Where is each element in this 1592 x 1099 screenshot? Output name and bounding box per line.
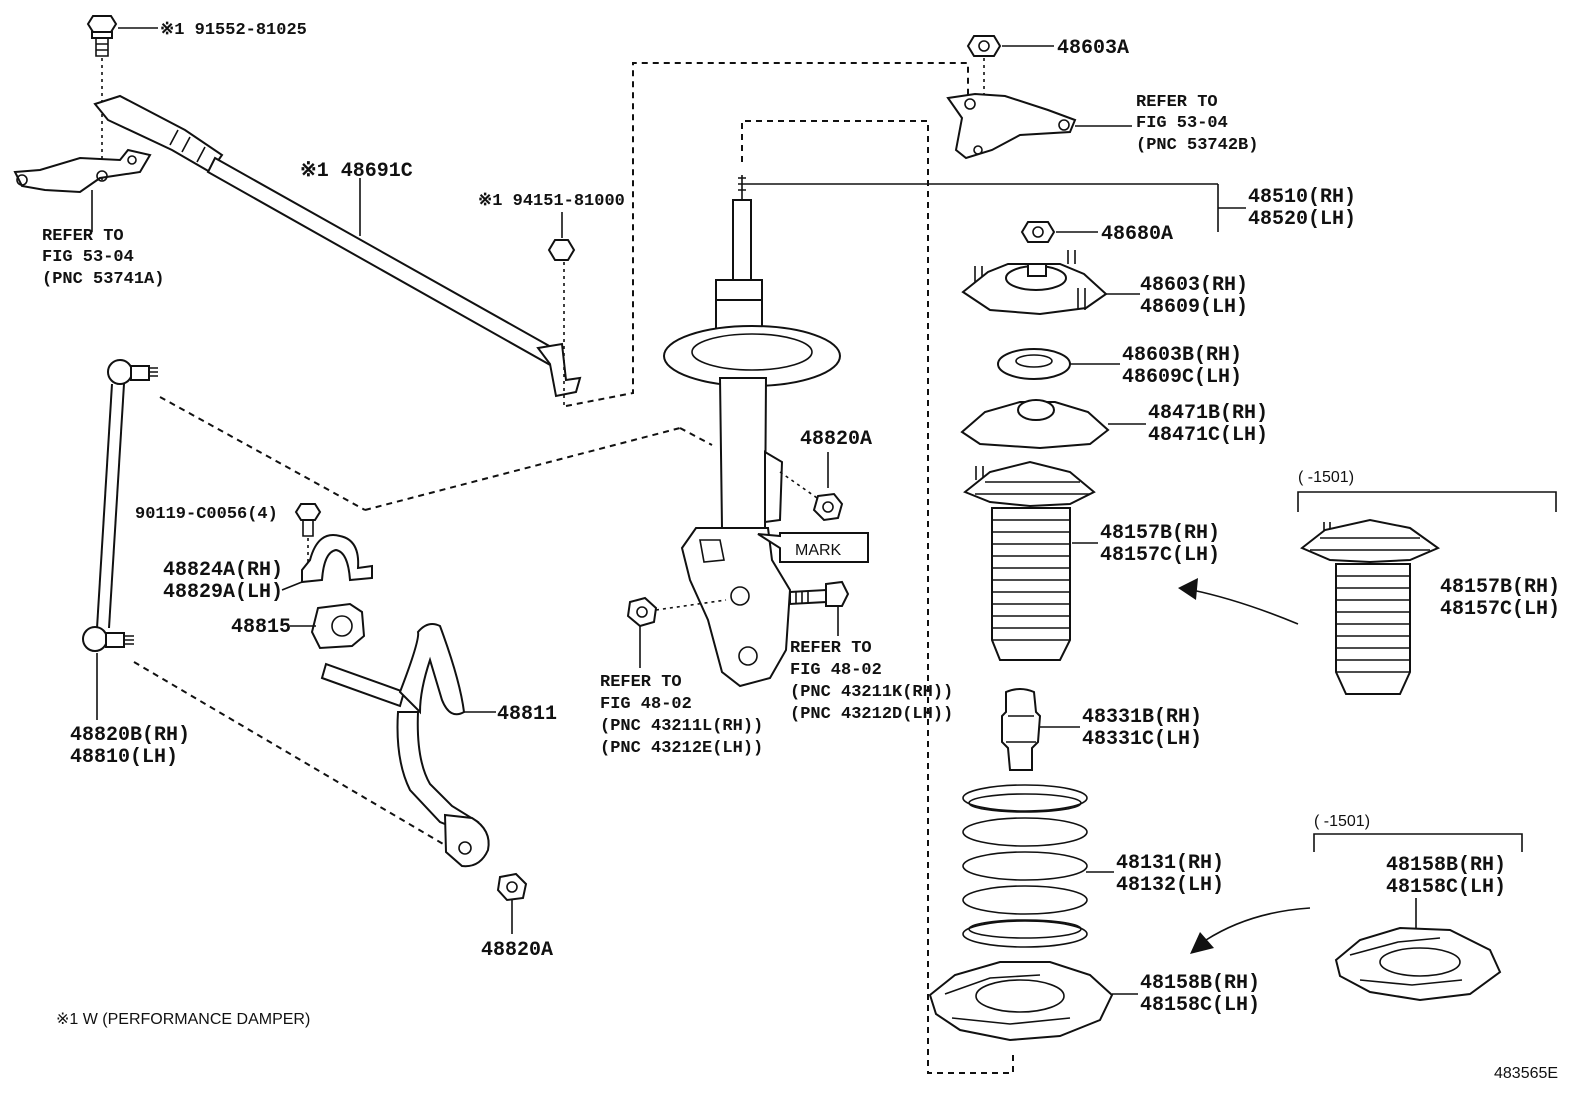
- label-bolt-90119: 90119-C0056(4): [135, 505, 278, 524]
- upper-spring-seat: [960, 399, 1110, 450]
- label-refer-43211k-2: FIG 48-02: [790, 661, 882, 680]
- label-bracket-rh: 48824A(RH): [163, 559, 283, 582]
- label-refer-53742b-2: FIG 53-04: [1136, 114, 1228, 133]
- label-nut-48603a: 48603A: [1057, 37, 1129, 60]
- replaces-arrow-insulator: [1190, 907, 1311, 954]
- lower-insulator-early: [1334, 926, 1502, 1002]
- upper-bracket-53742b: [946, 92, 1077, 160]
- label-refer-53741a-1: REFER TO: [42, 227, 124, 246]
- label-stabilizer-bar: 48811: [497, 703, 557, 726]
- mark-callout: [757, 532, 869, 563]
- label-early-range-1: ( -1501): [1298, 469, 1354, 486]
- label-insulator-rh: 48158B(RH): [1140, 972, 1260, 995]
- label-boot-early-rh: 48157B(RH): [1440, 576, 1560, 599]
- label-refer-53741a-2: FIG 53-04: [42, 248, 134, 267]
- dust-boot-early: [1300, 518, 1441, 695]
- stabilizer-bar-48811: [320, 623, 490, 868]
- label-refer-43211k-4: (PNC 43212D(LH)): [790, 705, 953, 724]
- camber-nut: [626, 596, 658, 628]
- nut-48680a: [1020, 221, 1056, 243]
- dust-boot: [963, 460, 1096, 661]
- strut-bearing: [997, 348, 1071, 380]
- label-refer-43211l-1: REFER TO: [600, 673, 682, 692]
- label-boot-lh: 48157C(LH): [1100, 544, 1220, 567]
- label-mark: MARK: [795, 542, 842, 559]
- nut-48603a: [966, 35, 1002, 57]
- shock-absorber-strut: [663, 175, 841, 688]
- label-bumper-lh: 48331C(LH): [1082, 728, 1202, 751]
- performance-damper: [93, 94, 582, 398]
- label-refer-43211k-3: (PNC 43211K(RH)): [790, 683, 953, 702]
- label-bearing-rh: 48603B(RH): [1122, 344, 1242, 367]
- footnote: ※1 W (PERFORMANCE DAMPER): [56, 1011, 310, 1028]
- label-boot-early-lh: 48157C(LH): [1440, 598, 1560, 621]
- label-bracket-lh: 48829A(LH): [163, 581, 283, 604]
- label-damper-48691c: ※1 48691C: [300, 160, 413, 183]
- label-refer-53741a-3: (PNC 53741A): [42, 270, 164, 289]
- label-support-lh: 48609(LH): [1140, 296, 1248, 319]
- bolt-91552-81025: [86, 15, 118, 57]
- label-early-range-2: ( -1501): [1314, 813, 1370, 830]
- label-nut-48680a: 48680A: [1101, 223, 1173, 246]
- label-refer-43211l-4: (PNC 43212E(LH)): [600, 739, 763, 758]
- strut-support: [961, 250, 1108, 316]
- bolt-90119-c0056: [294, 503, 322, 537]
- label-absorber-lh: 48520(LH): [1248, 208, 1356, 231]
- label-support-rh: 48603(RH): [1140, 274, 1248, 297]
- label-upper-seat-lh: 48471C(LH): [1148, 424, 1268, 447]
- label-bumper-rh: 48331B(RH): [1082, 706, 1202, 729]
- label-upper-seat-rh: 48471B(RH): [1148, 402, 1268, 425]
- stabilizer-link: [82, 359, 158, 652]
- label-link-lh: 48810(LH): [70, 746, 178, 769]
- label-link-rh: 48820B(RH): [70, 724, 190, 747]
- label-insulator-early-rh: 48158B(RH): [1386, 854, 1506, 877]
- label-refer-43211l-3: (PNC 43211L(RH)): [600, 717, 763, 736]
- label-refer-43211l-2: FIG 48-02: [600, 695, 692, 714]
- label-nut-48820a-top: 48820A: [800, 428, 872, 451]
- label-absorber-rh: 48510(RH): [1248, 186, 1356, 209]
- replaces-arrow-boot: [1178, 578, 1299, 625]
- label-spring-rh: 48131(RH): [1116, 852, 1224, 875]
- label-spring-lh: 48132(LH): [1116, 874, 1224, 897]
- label-nut-94151: ※1 94151-81000: [478, 192, 625, 211]
- label-bolt-91552: ※1 91552-81025: [160, 21, 307, 40]
- nut-94151-81000: [547, 239, 576, 261]
- nut-48820a-bottom: [496, 872, 528, 902]
- label-insulator-early-lh: 48158C(LH): [1386, 876, 1506, 899]
- diagram-id: 483565E: [1494, 1065, 1558, 1082]
- label-boot-rh: 48157B(RH): [1100, 522, 1220, 545]
- label-bushing-48815: 48815: [231, 616, 291, 639]
- bump-stopper: [1001, 688, 1042, 771]
- label-insulator-lh: 48158C(LH): [1140, 994, 1260, 1017]
- camber-bolt: [789, 580, 850, 607]
- stabilizer-bushing: [310, 602, 366, 650]
- damper-bracket-53741a: [13, 148, 152, 194]
- nut-48820a-top: [812, 492, 844, 522]
- lower-insulator: [928, 961, 1114, 1042]
- label-nut-48820a-bottom: 48820A: [481, 939, 553, 962]
- stabilizer-bracket: [301, 534, 373, 584]
- label-refer-43211k-1: REFER TO: [790, 639, 872, 658]
- label-refer-53742b-3: (PNC 53742B): [1136, 136, 1258, 155]
- coil-spring: [962, 784, 1088, 948]
- label-bearing-lh: 48609C(LH): [1122, 366, 1242, 389]
- label-refer-53742b-1: REFER TO: [1136, 93, 1218, 112]
